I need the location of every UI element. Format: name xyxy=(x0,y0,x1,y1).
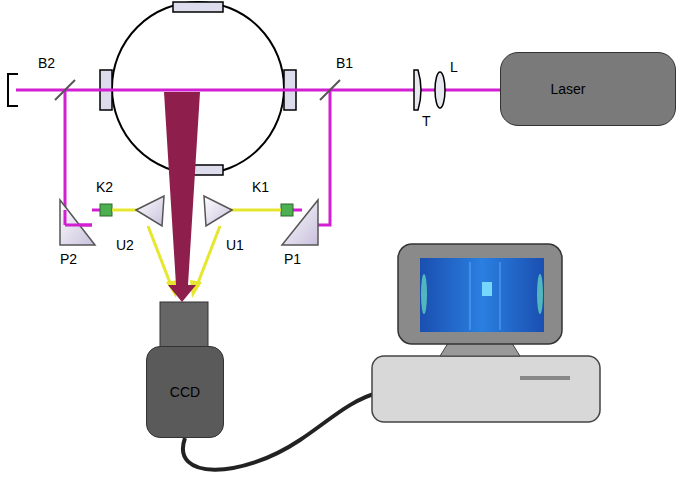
prism xyxy=(282,200,318,245)
node-label: Laser xyxy=(550,81,585,97)
part-label: P1 xyxy=(284,252,301,266)
harmonic-beam xyxy=(112,210,281,288)
part-label: U2 xyxy=(116,238,134,252)
beam-splitter xyxy=(320,80,340,100)
convex-lens xyxy=(435,72,445,108)
part-label: L xyxy=(450,60,458,74)
laser-beam xyxy=(16,90,502,225)
camera-lens xyxy=(160,302,208,348)
part-label: B1 xyxy=(336,56,353,70)
part-label: K1 xyxy=(252,180,269,194)
beam-splitter xyxy=(55,80,75,100)
emission-cone xyxy=(164,92,200,302)
node-label: CCD xyxy=(170,384,200,400)
prism xyxy=(204,196,232,226)
part-label: U1 xyxy=(226,238,244,252)
crystal xyxy=(100,204,112,216)
beam-dump xyxy=(8,74,18,106)
prism xyxy=(136,196,164,226)
laser-box: Laser xyxy=(500,52,676,126)
part-label: T xyxy=(422,114,431,128)
prism xyxy=(60,200,95,245)
computer xyxy=(372,244,600,422)
camera-body: CCD xyxy=(146,346,224,438)
part-label: K2 xyxy=(96,180,113,194)
crystal xyxy=(281,204,293,216)
part-label: P2 xyxy=(60,252,77,266)
concave-lens xyxy=(414,70,421,110)
part-label: B2 xyxy=(38,56,55,70)
